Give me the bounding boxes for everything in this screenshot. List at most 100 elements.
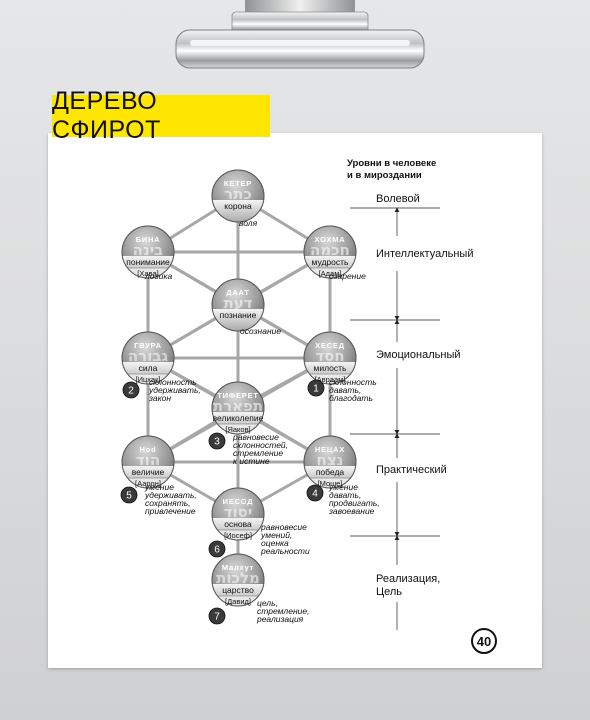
annotation-yesod-1: равновесие xyxy=(260,522,307,532)
sefira-hebrew-label: כתר xyxy=(224,185,252,203)
sefira-meaning: сила xyxy=(139,363,158,373)
sefira-meaning: познание xyxy=(220,310,257,320)
sefira-number-badge xyxy=(307,379,325,397)
page-number: 40 xyxy=(471,628,497,654)
level-label-intellektualny: Интеллектуальный xyxy=(376,248,473,260)
sefira-meaning: великолепие xyxy=(213,413,264,423)
level-label-volevoy: Волевой xyxy=(376,193,420,205)
sefira-hebrew-label: הוד xyxy=(136,451,160,469)
annotation-gvura-1: склонность xyxy=(149,377,197,387)
sefira-meaning: корона xyxy=(224,201,252,211)
sefira-number: 2 xyxy=(128,386,134,397)
sefira-person: [Иосеф] xyxy=(224,531,252,540)
annotation-malchut-2: стремление, xyxy=(257,606,309,616)
annotation-hod-4: привлечение xyxy=(145,506,196,516)
sefira-meaning: милость xyxy=(314,363,348,373)
sefira-name: Ноd xyxy=(140,445,157,454)
annotation-gvura-3: закон xyxy=(148,393,171,403)
annotation-hod-3: сохранять, xyxy=(145,498,191,508)
annotation-netzah-3: продвигать, xyxy=(329,498,380,508)
annotation-gvura-2: удерживать, xyxy=(148,385,201,395)
sefira-number-badge xyxy=(122,381,140,399)
level-label-emotsionalny: Эмоциональный xyxy=(376,349,461,361)
annotation-hesed-2: давать, xyxy=(329,385,361,395)
level-label-tsel: Цель xyxy=(376,586,402,598)
sefira-person: [Хава] xyxy=(137,269,158,278)
title-bar: ДЕРЕВО СФИРОТ xyxy=(52,87,270,144)
sefira-meaning: победа xyxy=(316,467,345,477)
sefira-name: ХОХМА xyxy=(314,235,345,244)
sefira-number-badge xyxy=(208,607,226,625)
annotation-yesod-4: реальности xyxy=(260,546,310,556)
sefira-name: ГВУРА xyxy=(134,341,162,350)
annotation-tiferet-1: равновесие xyxy=(232,432,279,442)
annotation-tiferet-4: к истине xyxy=(233,456,270,466)
sefira-hebrew-label: נצח xyxy=(317,451,344,469)
sefira-name: ИЕСОД xyxy=(223,497,254,506)
sefira-number: 1 xyxy=(313,384,319,395)
level-label-realizatsiya: Реализация, xyxy=(376,573,440,585)
sefira-number: 5 xyxy=(126,491,132,502)
annotation-volya: воля xyxy=(239,218,258,228)
sefira-person: [Ицхак] xyxy=(136,375,161,384)
sefira-name: ДААТ xyxy=(226,288,250,297)
annotation-logika: логика xyxy=(144,271,172,281)
annotations: воля логика озарение осознание склонност… xyxy=(144,218,380,624)
sefira-number: 3 xyxy=(214,437,220,448)
sefira-meaning: основа xyxy=(224,519,252,529)
annotation-yesod-3: оценка xyxy=(261,538,289,548)
sefira-number-badge xyxy=(208,432,226,450)
sefira-meaning: величие xyxy=(132,467,165,477)
sefira-number-badge xyxy=(120,486,138,504)
annotation-tiferet-3: стремление xyxy=(233,448,283,458)
sefira-person: [Аарон] xyxy=(135,479,161,488)
sefira-name: ХЕСЕД xyxy=(315,341,345,350)
sefira-number-badge xyxy=(306,484,324,502)
annotation-tiferet-2: склонностей, xyxy=(233,440,288,450)
sefira-number: 4 xyxy=(312,489,318,500)
sefira-person: [Авраам] xyxy=(315,375,346,384)
sefira-number-badge xyxy=(208,540,226,558)
sefira-person: [Моше] xyxy=(318,479,343,488)
annotation-hod-2: удерживать, xyxy=(144,490,197,500)
sefira-hebrew-label: חכמה xyxy=(310,241,350,259)
sefira-meaning: мудрость xyxy=(312,257,349,267)
annotation-netzah-4: завоевание xyxy=(328,506,375,516)
clipboard-clip-icon xyxy=(175,0,425,69)
sefira-name: ТИФЕРЕТ xyxy=(217,391,259,400)
sefira-name: Малхут xyxy=(222,563,254,572)
sefira-ball-lower xyxy=(212,309,264,331)
sefira-person: [Яаков] xyxy=(225,425,250,434)
sefira-number: 6 xyxy=(214,545,220,556)
annotation-netzah-2: давать, xyxy=(329,490,361,500)
sefira-name: НЕЦАХ xyxy=(315,445,345,454)
sefirot-nodes: כתרКЕТЕРкоронаבינהБИНАпонимание[Хава]חכמ… xyxy=(120,169,357,625)
annotation-osoznanie: осознание xyxy=(240,326,281,336)
sefira-hebrew-label: יסוד xyxy=(224,503,253,521)
level-label-praktichesky: Практический xyxy=(376,464,447,476)
levels-heading-2: и в мироздании xyxy=(347,170,422,181)
sefira-hebrew-label: מלכות xyxy=(216,569,260,587)
sefira-person: [Давид] xyxy=(225,597,251,606)
annotation-ozarenie: озарение xyxy=(329,271,366,281)
annotation-hesed-3: благодать xyxy=(329,393,373,403)
levels-heading-1: Уровни в человеке xyxy=(347,158,436,169)
levels-scale: Уровни в человеке и в мироздании xyxy=(347,158,473,630)
sefira-name: БИНА xyxy=(136,235,161,244)
sefira-person: [Адам] xyxy=(319,269,342,278)
annotation-malchut-3: реализация xyxy=(256,614,304,624)
sefira-hebrew-label: גבורה xyxy=(128,347,169,365)
sefira-number: 7 xyxy=(214,612,220,623)
sefira-hebrew-label: תפארת xyxy=(213,397,263,415)
sefira-meaning: понимание xyxy=(126,257,170,267)
